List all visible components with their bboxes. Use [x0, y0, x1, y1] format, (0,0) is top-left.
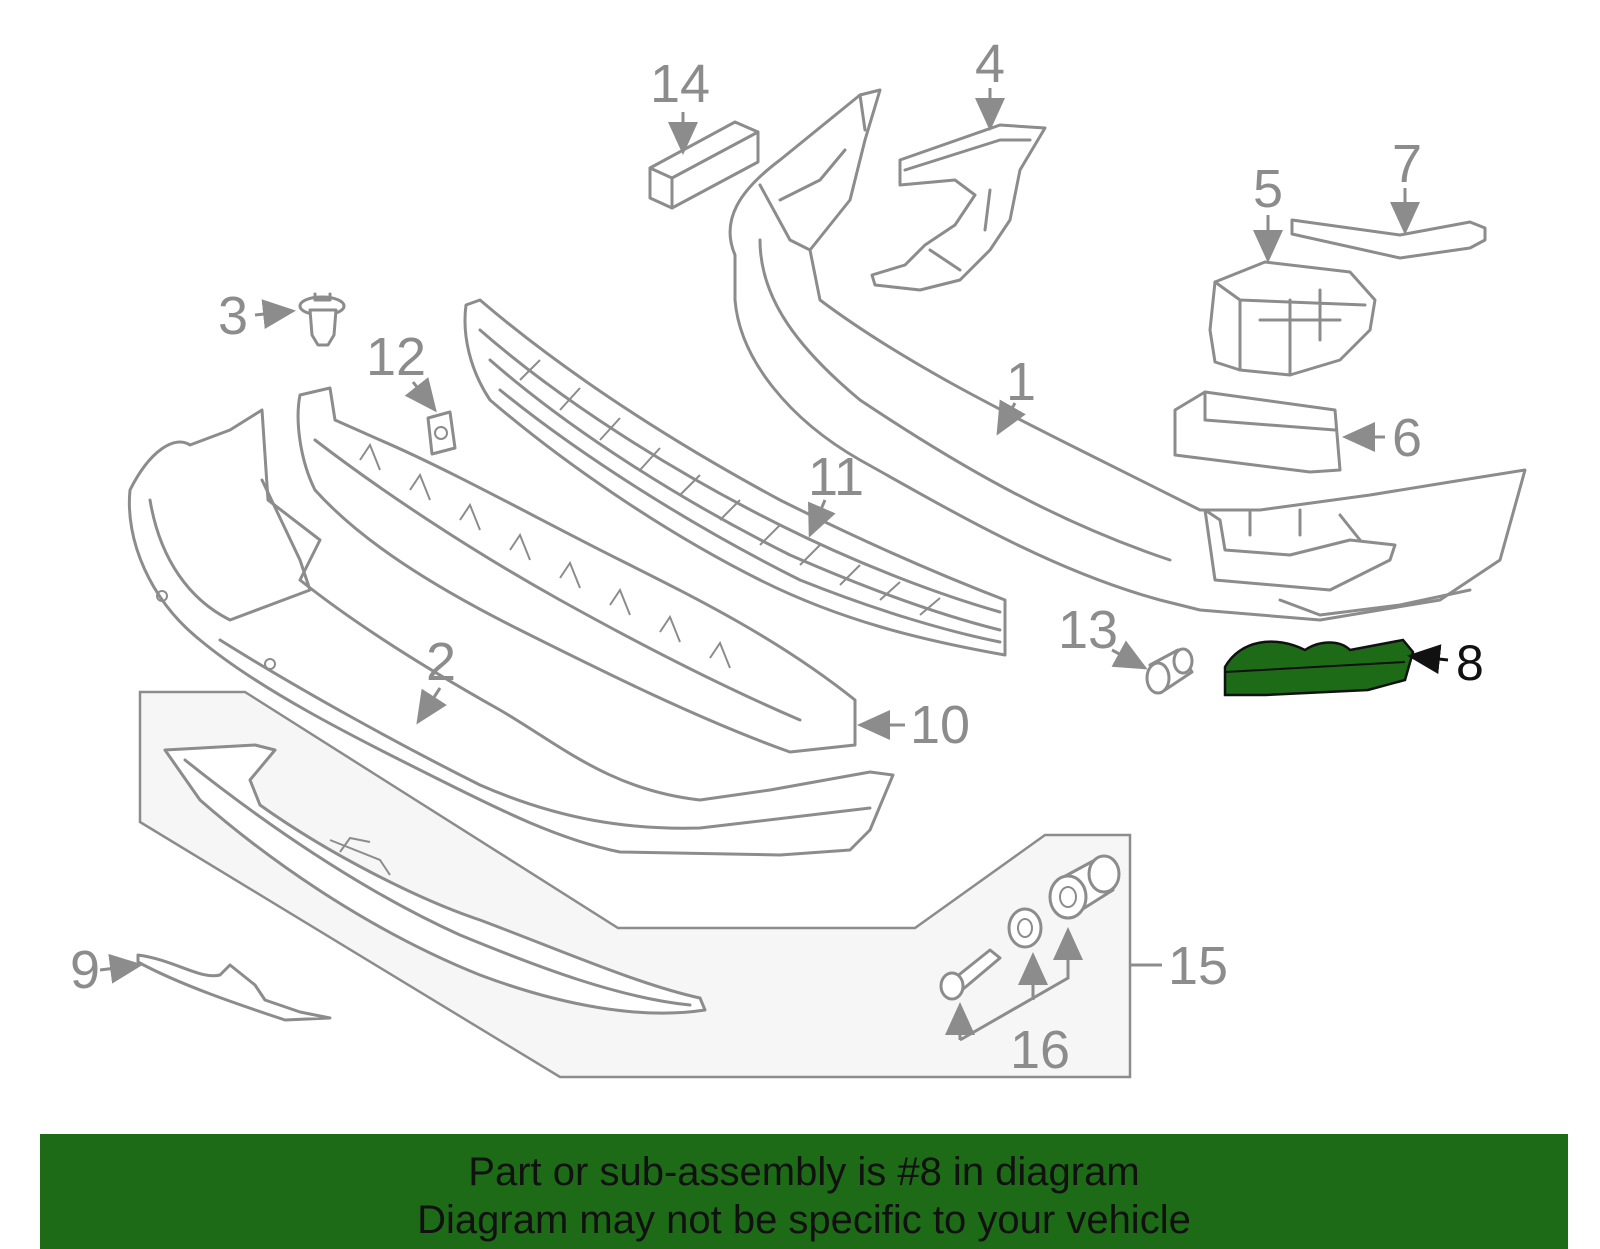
- banner-line-1: Part or sub-assembly is #8 in diagram: [468, 1150, 1140, 1194]
- part-1-bumper-cover: [728, 88, 1527, 622]
- callout-8: 8: [1456, 635, 1484, 691]
- callout-labels: 1 2 3 4 5 6 7 8 9 10 11 12 13 14 15 16: [70, 34, 1484, 1080]
- callout-2: 2: [426, 632, 456, 692]
- callout-3: 3: [218, 286, 248, 346]
- info-banner: Part or sub-assembly is #8 in diagram Di…: [40, 1134, 1568, 1249]
- part-12-clip: [426, 410, 457, 456]
- banner-line-2: Diagram may not be specific to your vehi…: [417, 1198, 1191, 1242]
- callout-15: 15: [1168, 936, 1228, 996]
- part-11-grille: [463, 298, 1007, 657]
- callout-11: 11: [808, 447, 864, 507]
- callout-1: 1: [1006, 352, 1036, 412]
- leader-lines: [99, 88, 1449, 1042]
- part-8-highlighted: [1223, 638, 1415, 697]
- part-2-valance: [127, 408, 895, 857]
- callout-9: 9: [70, 940, 100, 1000]
- part-4-bracket: [870, 123, 1047, 292]
- part-9-deflector: [136, 953, 332, 1022]
- callout-10: 10: [910, 695, 970, 755]
- part-14-foam-block: [648, 120, 760, 210]
- assembly-15-deflector: [163, 743, 707, 1015]
- callout-14: 14: [650, 54, 710, 114]
- callout-4: 4: [975, 34, 1005, 94]
- part-13-sleeve: [1145, 647, 1194, 695]
- part-16-fasteners: [939, 854, 1121, 1001]
- callout-16: 16: [1010, 1020, 1070, 1080]
- part-7-trim-strip: [1290, 218, 1487, 260]
- part-6-absorber: [1173, 390, 1342, 474]
- assembly-15-panel: [138, 690, 1132, 1079]
- part-5-bracket: [1208, 260, 1377, 377]
- callout-12: 12: [366, 327, 426, 387]
- callout-7: 7: [1392, 134, 1422, 194]
- callout-13: 13: [1058, 600, 1118, 660]
- callout-6: 6: [1392, 408, 1422, 468]
- callout-5: 5: [1253, 159, 1283, 219]
- part-3-push-clip: [298, 292, 346, 347]
- part-10-absorber: [296, 386, 857, 754]
